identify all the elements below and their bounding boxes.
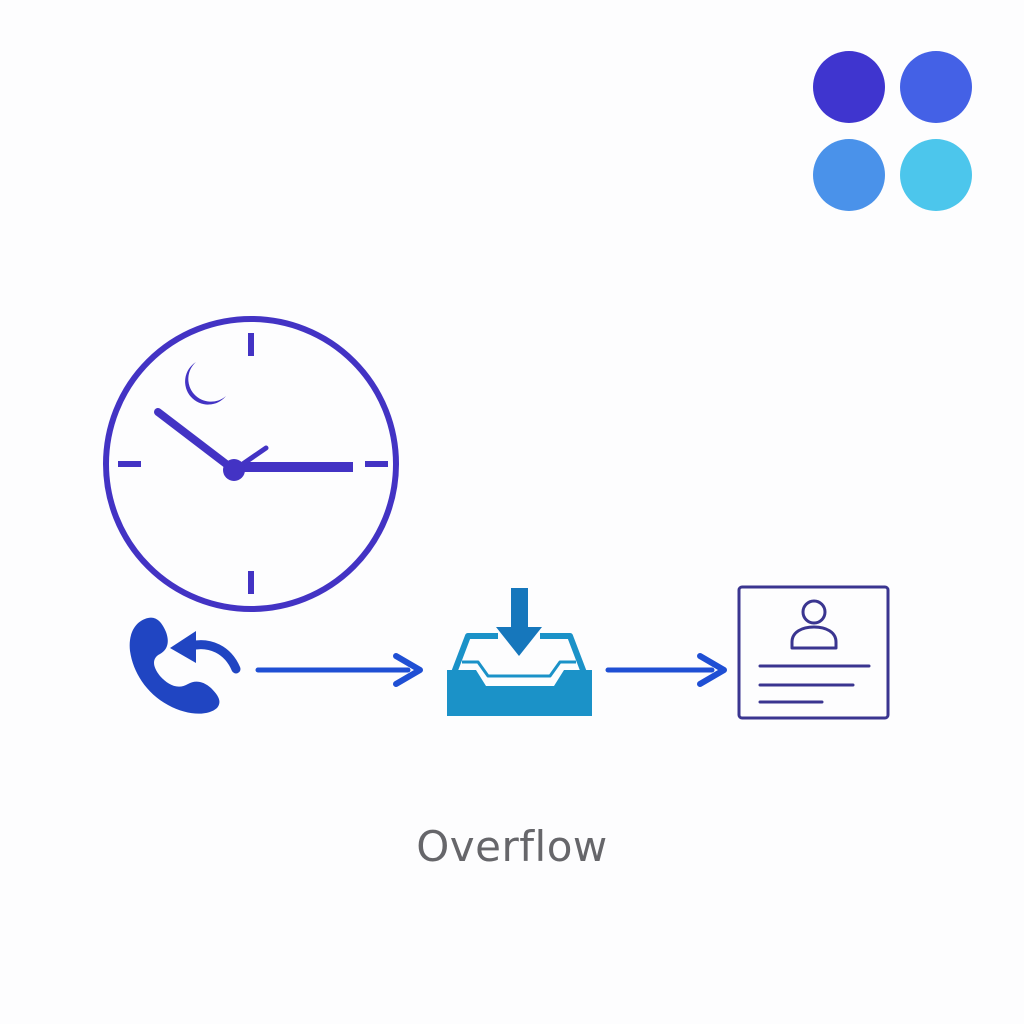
flow-arrow-2 [605,653,727,687]
brand-dot [813,51,885,123]
brand-dot [900,139,972,211]
inbox-tray-icon [447,588,592,716]
brand-logo-dots [813,51,972,211]
clock-hour-hand [154,408,238,474]
callback-arrow-icon [185,640,241,674]
inbox-tray-rim [449,633,589,680]
phone-handset-icon [129,617,220,714]
flow-arrow-1 [255,653,423,687]
callback-arrowhead-icon [170,631,196,663]
brand-dot [900,51,972,123]
inbox-download-arrow-icon [496,588,542,656]
clock-center-pin [223,459,245,481]
moon-icon [185,362,226,405]
contact-card-icon [737,585,890,720]
contact-avatar-head [801,599,827,625]
clock-icon [103,316,399,612]
clock-face [103,316,399,612]
inbox-tray-body [447,670,592,716]
brand-dot [813,139,885,211]
diagram-caption: Overflow [416,822,608,871]
phone-callback-icon [129,617,241,714]
contact-card-frame [737,585,890,720]
contact-avatar-body [790,625,838,650]
